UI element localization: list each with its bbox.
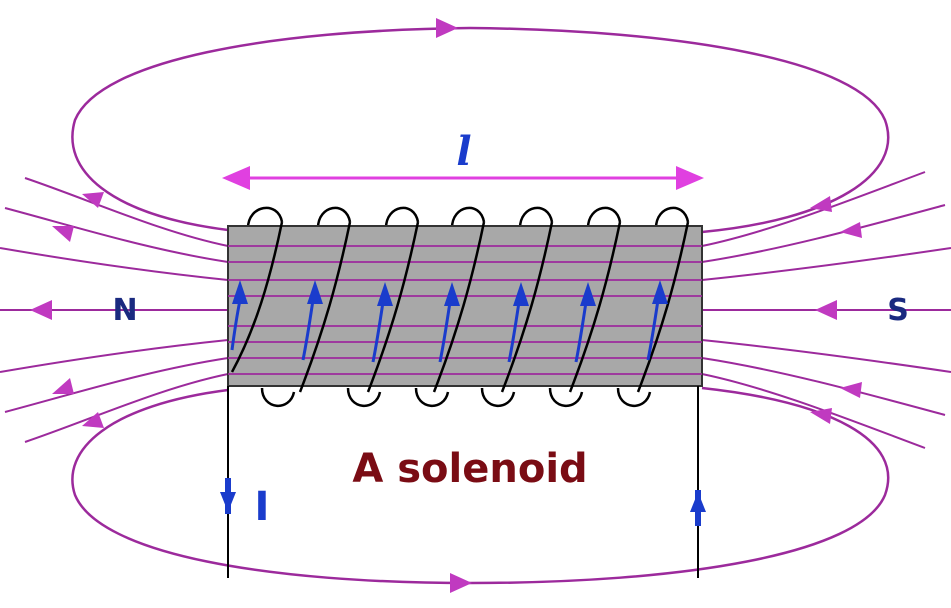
length-indicator <box>222 166 704 190</box>
right-field-lines <box>701 171 951 449</box>
left-field-lines <box>0 177 229 443</box>
top-loop-arrow <box>436 18 458 38</box>
lead-current-arrows <box>220 478 706 526</box>
current-label: I <box>255 484 270 530</box>
coil-back-loops <box>246 206 690 408</box>
south-pole-label: S <box>887 293 909 328</box>
diagram-title: A solenoid <box>352 446 587 492</box>
coil-current-arrows <box>232 280 668 306</box>
north-pole-label: N <box>112 293 137 328</box>
bottom-loop-arrow <box>450 573 472 593</box>
right-field-arrows <box>810 196 862 424</box>
length-label: l <box>456 128 471 175</box>
outer-loop-arrows <box>436 18 472 593</box>
left-field-arrows <box>30 192 104 428</box>
top-field-loop <box>71 26 890 234</box>
coil-current-highlights <box>230 299 660 363</box>
solenoid-core <box>227 225 703 387</box>
coil-front-windings <box>230 221 690 393</box>
